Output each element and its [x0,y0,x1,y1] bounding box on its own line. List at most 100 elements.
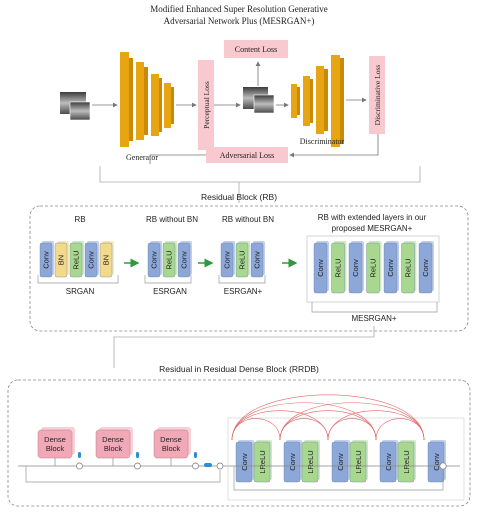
rb-section-frame [29,205,469,332]
dense-layer-conv [427,441,445,483]
dense-layer-conv [379,441,397,483]
dense-connection-arc [231,418,281,441]
dense-connection-arc [375,418,425,441]
generated-xray-image [243,87,275,114]
discriminative-loss-box [369,56,385,134]
layer-bn [99,242,113,278]
title-line-1: Modified Enhanced Super Resolution Gener… [150,4,327,14]
content-loss-label: Content Loss [235,45,277,54]
layer-label-conv: Conv [87,251,96,269]
layer-conv [313,242,328,294]
layer-label-conv: Conv [386,259,395,277]
layer-conv [147,242,161,278]
layer-relu [366,242,380,294]
layer-label-conv: Conv [223,251,232,269]
dense-connections [231,394,425,441]
layer-label-conv: Conv [316,259,325,277]
layer-conv [220,242,234,278]
esrgan-label: ESRGAN [153,287,187,296]
perceptual-loss-box [198,60,214,150]
discriminative-loss-label: Discriminative Loss [373,65,382,126]
dense-layer-conv [331,441,349,483]
layer-label-conv: Conv [150,251,159,269]
dense-layer-lrelu [397,441,415,483]
dense-connection-arc [327,410,425,441]
beta-scale-marker [136,452,139,458]
layer-label-conv: Conv [421,259,430,277]
beta-scale-marker [194,452,197,458]
layer-label-conv: Conv [351,259,360,277]
esrgan-plus-label: ESRGAN+ [224,287,263,296]
layer-label-relu: ReLU [72,250,81,269]
layer-label-bn: BN [102,255,111,265]
layer-relu [401,242,415,294]
dense-block-label-2: Block [46,444,65,453]
content-loss-box [224,40,288,58]
rb-section-title: Residual Block (RB) [201,192,277,202]
dense-block-label-1: Dense [160,435,182,444]
srgan-rb-title: RB [74,215,85,224]
esrgan-rb-title: RB without BN [146,215,198,224]
sum-node [216,462,224,470]
dense-connection-arc [279,418,329,441]
layer-conv [84,242,98,278]
dense-layer-label: Conv [288,453,297,471]
dense-block-label-1: Dense [44,435,66,444]
dense-layer-label: LReLU [258,450,267,473]
dense-layer-label: LReLU [402,450,411,473]
layer-label-conv: Conv [42,251,51,269]
dense-block-label-1: Dense [102,435,124,444]
rrdb-section-frame [7,379,471,507]
dense-connection-arc [231,402,377,441]
title-line-2: Adversarial Network Plus (MESRGAN+) [164,16,315,26]
rrdb-section-title: Residual in Residual Dense Block (RRDB) [159,364,319,374]
layer-relu [69,242,83,278]
beta-scale-marker [78,452,81,458]
layer-relu [331,242,345,294]
layer-conv [177,242,191,278]
dense-layer-conv [283,441,301,483]
dense-layer-conv [235,441,253,483]
discriminator-label: Discriminator [300,137,345,146]
dense-block-label-2: Block [104,444,123,453]
layer-label-conv: Conv [253,251,262,269]
dense-connection-arc [327,418,377,441]
dense-layer-lrelu [301,441,319,483]
dense-layer-label: Conv [384,453,393,471]
srgan-layers: Conv BN ReLU Conv BN [39,241,114,278]
dense-connection-arc [279,402,425,441]
discriminator-network [291,55,344,147]
esrgan-layers: Conv ReLU Conv [147,241,192,278]
generator-network [120,52,174,147]
layer-bn [54,242,68,278]
mesrgan-rb-title-1: RB with extended layers in our [318,213,427,222]
dense-layer-label: Conv [336,453,345,471]
dense-connection-arc [231,394,425,441]
layer-label-relu: ReLU [165,250,174,269]
sum-node [192,462,199,470]
input-xray-image [60,92,91,121]
dense-connection-arc [231,410,329,441]
layer-conv [383,242,398,294]
beta-scale-marker [204,463,212,467]
dense-layer-lrelu [349,441,367,483]
dense-layer-label: LReLU [354,450,363,473]
dense-layer-lrelu [253,441,271,483]
mesrgan-rb-frame [306,235,440,303]
perceptual-loss-label: Perceptual Loss [202,81,211,129]
dense-connection-arc [279,410,377,441]
dense-block-detail-frame [227,417,465,501]
dense-layer-label: Conv [432,453,441,471]
layer-label-bn: BN [57,255,66,265]
layer-conv [348,242,363,294]
layer-relu [162,242,176,278]
sum-node [134,462,141,470]
esrgan-plus-rb-title: RB without BN [222,215,274,224]
layer-label-conv: Conv [180,251,189,269]
layer-label-relu: ReLU [404,258,413,277]
srgan-label: SRGAN [66,287,95,296]
